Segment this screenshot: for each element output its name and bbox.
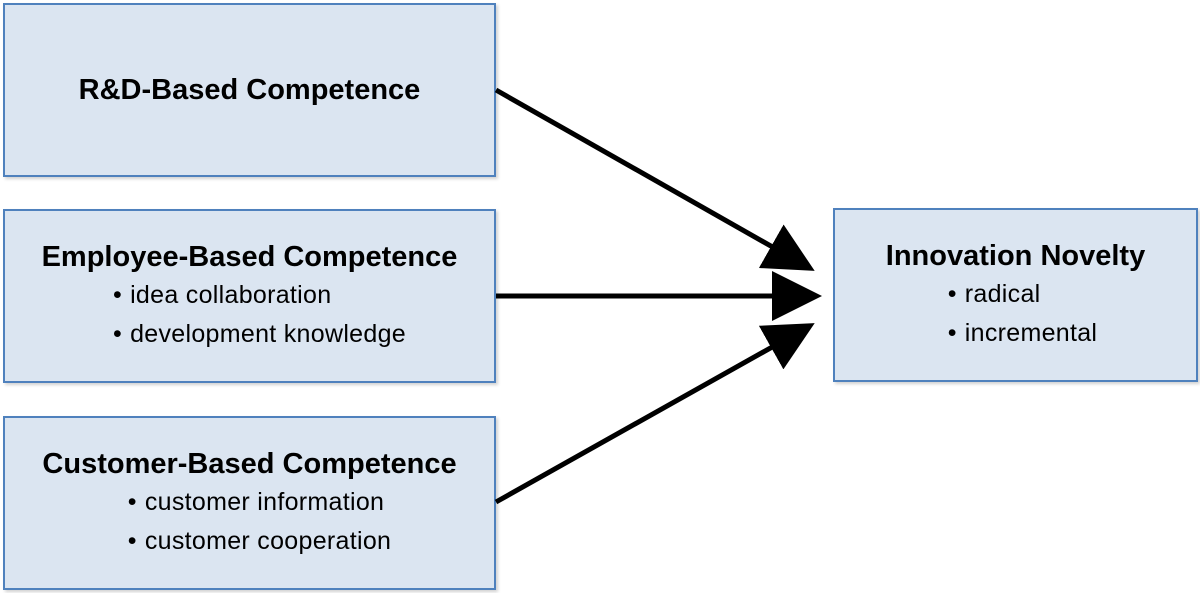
rd-competence-box: R&D-Based Competence (3, 3, 496, 177)
arrow-rd-to-innovation (494, 87, 815, 271)
rd-competence-title: R&D-Based Competence (78, 74, 421, 106)
employee-item-idea-collaboration: idea collaboration (113, 276, 406, 315)
innovation-item-incremental: incremental (948, 314, 1098, 353)
customer-competence-title: Customer-Based Competence (42, 448, 457, 480)
innovation-novelty-title: Innovation Novelty (885, 240, 1146, 272)
customer-competence-list: customer information customer cooperatio… (128, 483, 391, 561)
employee-competence-box: Employee-Based Competence idea collabora… (3, 209, 496, 383)
innovation-novelty-list: radical incremental (948, 275, 1098, 353)
customer-item-information: customer information (128, 483, 391, 522)
arrow-customer-to-innovation (494, 323, 815, 505)
employee-competence-list: idea collaboration development knowledge (113, 276, 406, 354)
customer-item-cooperation: customer cooperation (128, 522, 391, 561)
employee-item-development-knowledge: development knowledge (113, 315, 406, 354)
employee-competence-title: Employee-Based Competence (41, 241, 458, 273)
customer-competence-box: Customer-Based Competence customer infor… (3, 416, 496, 590)
innovation-novelty-box: Innovation Novelty radical incremental (833, 208, 1198, 382)
innovation-item-radical: radical (948, 275, 1098, 314)
